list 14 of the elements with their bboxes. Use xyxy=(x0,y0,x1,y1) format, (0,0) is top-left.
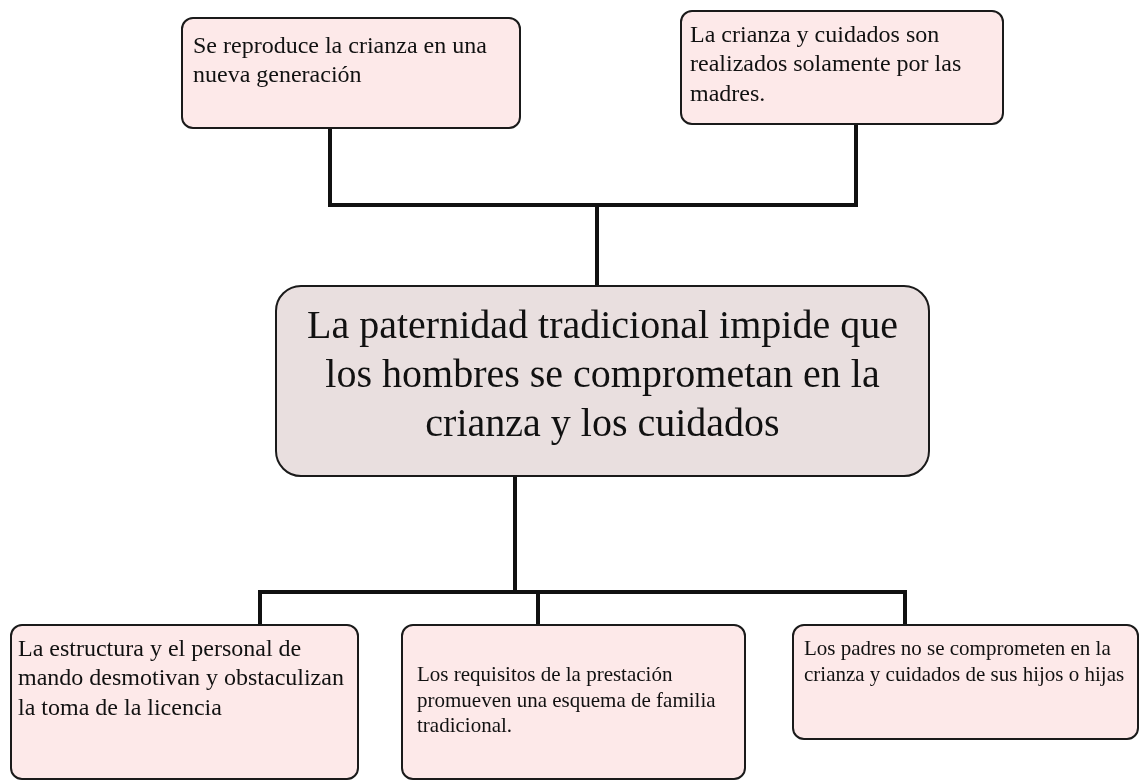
text-box xyxy=(792,624,1139,740)
box-text: Los requisitos de la prestación promueven una esquema de familia tradicional. xyxy=(417,662,717,739)
text-box xyxy=(181,17,521,129)
connector-line xyxy=(513,477,907,624)
box-text: La paternidad tradicional impide que los hombres se comprometan en la crianza y los cuidados xyxy=(306,301,899,447)
box-text: Se reproduce la crianza en una nueva generación xyxy=(193,31,488,90)
box-text: La estructura y el personal de mando desmotivan y obstaculizan la toma de la licencia xyxy=(18,634,345,722)
text-box xyxy=(401,624,746,780)
text-box xyxy=(680,10,1004,125)
central-box xyxy=(275,285,930,477)
box-text: Los padres no se comprometen en la crianza y cuidados de sus hijos o hijas xyxy=(804,636,1126,688)
box-text: La crianza y cuidados son realizados solamente por las madres. xyxy=(690,20,963,108)
connector-line xyxy=(595,125,858,285)
text-box xyxy=(10,624,359,780)
